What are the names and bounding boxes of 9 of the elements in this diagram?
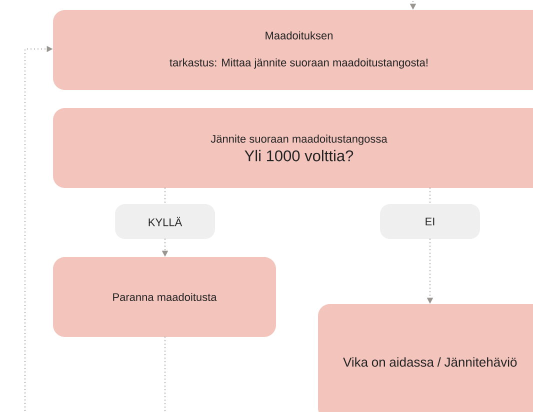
process-box: Paranna maadoitusta <box>53 256 276 337</box>
process-box: Vika on aidassa / Jännitehäviö <box>318 304 533 412</box>
answer-label: KYLLÄ <box>115 204 215 239</box>
process-box: Maadoituksen tarkastus: Mittaa jännite suoraan maadoitustangosta! <box>53 10 533 90</box>
answer-label: EI <box>380 204 480 239</box>
connector-line <box>164 336 166 412</box>
connector-line <box>429 188 431 204</box>
process-box: Jännite suoraan maadoitustangossa Yli 1000 volttia? <box>53 108 533 188</box>
connector-line <box>164 188 166 204</box>
